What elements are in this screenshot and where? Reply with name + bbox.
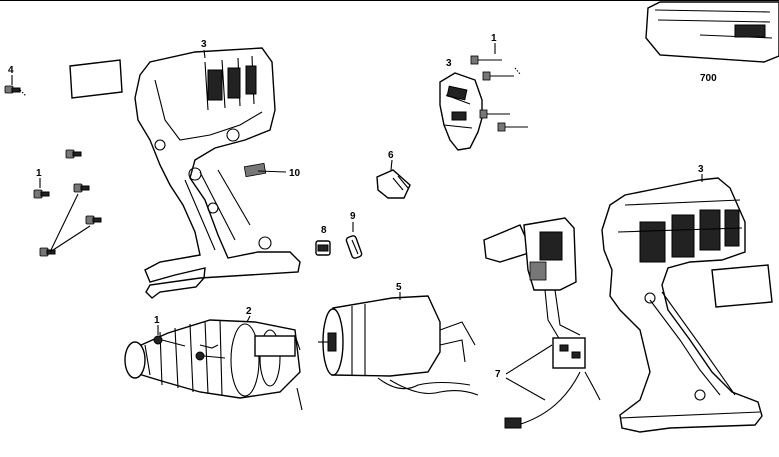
left-housing bbox=[134, 47, 301, 299]
label-motor: 5 bbox=[396, 282, 402, 293]
right-large-housing bbox=[601, 177, 763, 433]
label-switch: 7 bbox=[495, 369, 501, 380]
label-plate-left bbox=[69, 59, 123, 99]
screws-right-group bbox=[470, 55, 528, 132]
label-part-8: 8 bbox=[321, 225, 327, 236]
gearbox-screw bbox=[153, 335, 226, 361]
right-housing-grille-a bbox=[639, 221, 666, 263]
label-part-9: 9 bbox=[350, 211, 356, 222]
lamp bbox=[376, 169, 411, 199]
label-housing-left: 3 bbox=[201, 39, 207, 50]
label-screw-4: 4 bbox=[8, 65, 14, 76]
motor bbox=[318, 295, 479, 396]
gearbox-chuck bbox=[124, 319, 303, 411]
left-housing-grille-b bbox=[227, 67, 241, 99]
part-8-clip bbox=[315, 240, 331, 256]
label-trigger-plate: 10 bbox=[289, 168, 301, 179]
part-9-pin bbox=[345, 235, 363, 259]
label-screw-right-top: 1 bbox=[491, 33, 497, 44]
label-housing-right-top: 3 bbox=[446, 58, 452, 69]
label-plate-right bbox=[711, 264, 773, 308]
left-housing-grille-c bbox=[245, 65, 257, 95]
label-gearbox: 2 bbox=[246, 306, 252, 317]
right-housing-grille-c bbox=[699, 209, 721, 251]
screw-top-left bbox=[4, 85, 27, 97]
label-screws-left: 1 bbox=[36, 168, 42, 179]
right-housing-grille-b bbox=[671, 214, 695, 258]
label-gearbox-screw: 1 bbox=[154, 315, 160, 326]
right-top-housing bbox=[439, 72, 483, 151]
label-kit-case: 700 bbox=[700, 73, 717, 84]
left-housing-grille-a bbox=[207, 69, 223, 101]
label-lamp: 6 bbox=[388, 150, 394, 161]
screws-left-group bbox=[33, 149, 102, 257]
kit-case bbox=[645, 1, 779, 63]
label-housing-right-large: 3 bbox=[698, 164, 704, 175]
switch bbox=[483, 217, 601, 429]
